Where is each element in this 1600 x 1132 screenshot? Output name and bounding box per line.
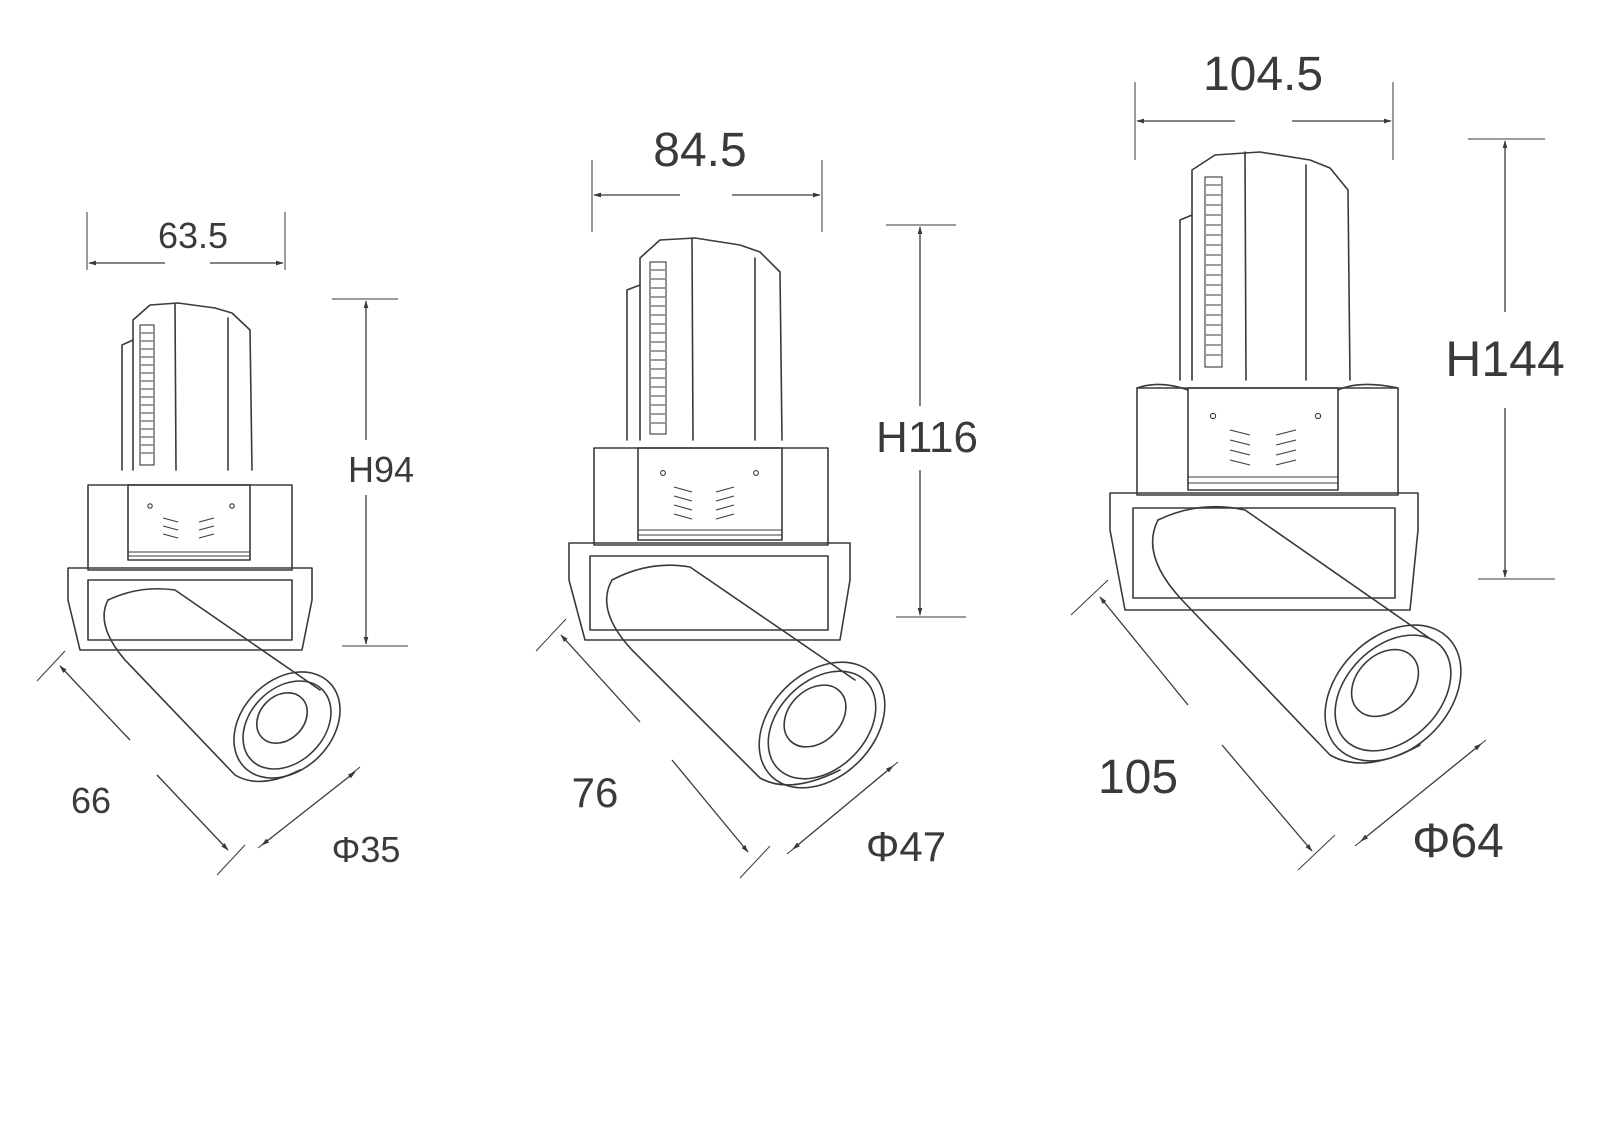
diameter-label-small: Φ35 (331, 829, 401, 870)
diameter-label-medium: Φ47 (865, 823, 947, 870)
luminaire-large (1070, 82, 1555, 871)
width-label-medium: 84.5 (653, 124, 747, 177)
length-label-large: 105 (1097, 751, 1179, 804)
dimension-diameter-small (257, 766, 361, 849)
dimension-width-medium (591, 160, 823, 232)
dimension-height-small (332, 298, 408, 647)
dimension-diameter-medium (786, 761, 899, 855)
cooling-fins (1204, 176, 1223, 368)
length-label-medium: 76 (571, 769, 619, 816)
width-label-large: 104.5 (1202, 48, 1324, 101)
dimension-height-medium (886, 224, 966, 618)
dimension-width-small (86, 212, 286, 270)
dimension-length-large (1070, 579, 1336, 871)
cooling-fins (139, 324, 155, 466)
dimension-width-large (1134, 82, 1394, 160)
luminaire-small (36, 212, 408, 876)
diameter-label-large: Φ64 (1412, 815, 1504, 868)
height-label-large: H144 (1445, 331, 1565, 387)
height-label-medium: H116 (876, 413, 978, 462)
height-label-small: H94 (347, 449, 415, 490)
dimension-length-small (36, 650, 246, 876)
width-label-small: 63.5 (157, 215, 229, 256)
length-label-small: 66 (70, 780, 112, 821)
luminaire-medium (535, 160, 966, 879)
cooling-fins (649, 261, 667, 435)
dimension-length-medium (535, 618, 771, 879)
dimension-height-large (1468, 138, 1555, 580)
dimension-diameter-large (1354, 739, 1487, 847)
